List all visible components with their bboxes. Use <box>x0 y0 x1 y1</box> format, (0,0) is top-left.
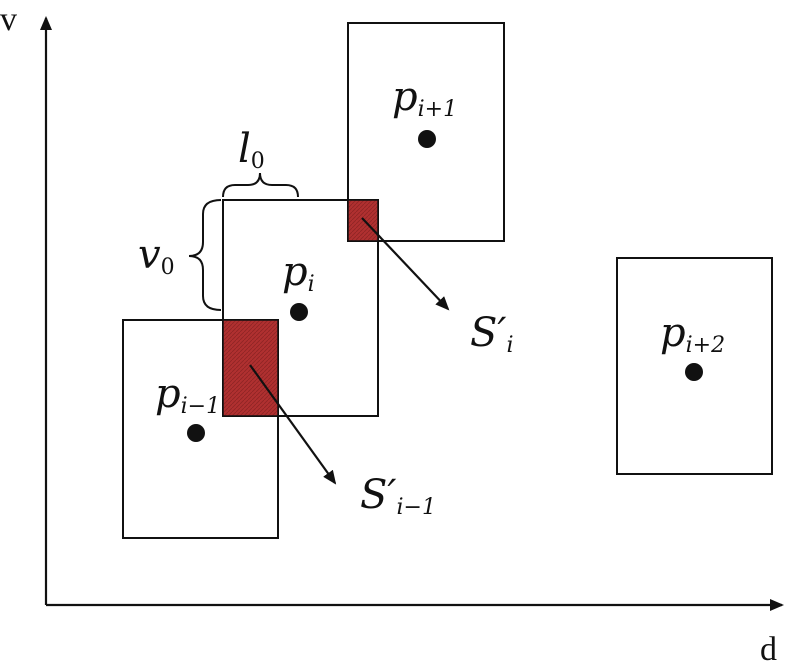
label-base: p <box>392 74 418 120</box>
box-p-i-plus-1 <box>347 22 505 242</box>
label-sub: i <box>308 272 315 297</box>
y-axis-label: v <box>0 1 17 38</box>
points <box>187 130 703 442</box>
arrow-s-i-minus-1 <box>249 364 337 485</box>
x-axis-label: d <box>760 631 777 667</box>
label-sub: 0 <box>251 149 265 174</box>
point-p-i-plus-2 <box>685 363 703 381</box>
overlap-region-s-i-minus-1 <box>222 319 279 417</box>
overlap-arrows <box>249 217 450 485</box>
label-sub: i−1 <box>181 394 220 419</box>
boxes <box>122 22 773 539</box>
label-base: p <box>155 371 181 417</box>
overlap-regions <box>222 199 379 417</box>
brace-l0 <box>222 172 299 198</box>
label-base: S′ <box>470 310 506 356</box>
label-v0: v0 <box>138 232 175 280</box>
overlap-labels: S′i S′i−1 <box>360 310 514 520</box>
label-sub: i−1 <box>396 495 435 520</box>
label-sub: i+2 <box>686 333 725 358</box>
box-p-i <box>222 199 379 417</box>
label-base: l <box>238 126 251 172</box>
label-base: p <box>660 310 686 356</box>
dimension-braces: l0 v0 <box>138 126 299 311</box>
label-base: v <box>138 232 161 278</box>
label-base: S′ <box>360 472 396 518</box>
box-p-i-plus-2 <box>616 257 773 475</box>
point-p-i-minus-1 <box>187 424 205 442</box>
label-sub: i+1 <box>418 97 457 122</box>
point-p-i-plus-1 <box>418 130 436 148</box>
label-p-i-plus-1: pi+1 <box>392 74 457 122</box>
label-sub: 0 <box>161 255 175 280</box>
arrow-s-i <box>361 217 450 311</box>
label-sub: i <box>506 333 513 358</box>
label-p-i: pi <box>282 249 315 297</box>
label-base: p <box>282 249 308 295</box>
point-labels: pi−1 pi pi+1 pi+2 <box>155 74 725 419</box>
label-l0: l0 <box>238 126 265 174</box>
brace-v0 <box>188 199 222 311</box>
axes: v d <box>0 1 784 667</box>
label-p-i-plus-2: pi+2 <box>660 310 725 358</box>
label-s-i-minus-1: S′i−1 <box>360 472 436 520</box>
box-p-i-minus-1 <box>122 319 279 539</box>
label-s-i: S′i <box>470 310 514 358</box>
label-p-i-minus-1: pi−1 <box>155 371 220 419</box>
point-p-i <box>290 303 308 321</box>
